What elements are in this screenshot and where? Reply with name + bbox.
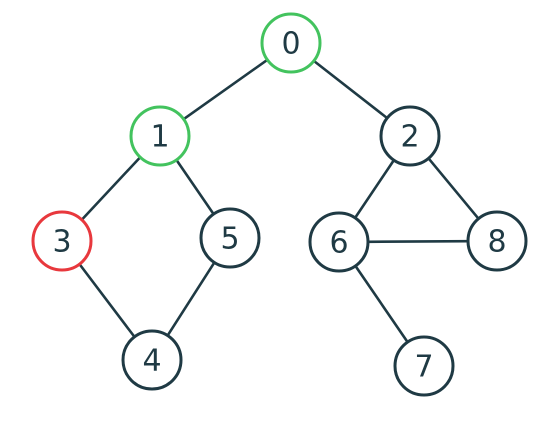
node-circle-8 (466, 210, 528, 272)
edge-3-4 (78, 262, 136, 339)
node-4: 4 (121, 329, 183, 391)
edge-5-4 (166, 261, 216, 337)
node-circle-6 (308, 211, 370, 273)
node-6: 6 (308, 211, 370, 273)
edge-6-7 (354, 264, 409, 344)
node-2: 2 (379, 105, 441, 167)
edge-2-8 (427, 157, 480, 220)
node-label-3: 3 (52, 225, 71, 260)
node-circle-0 (260, 12, 322, 74)
node-label-7: 7 (414, 350, 433, 385)
edges-layer (78, 58, 480, 344)
node-label-2: 2 (400, 120, 419, 155)
nodes-layer: 0 1 2 3 4 5 6 7 8 (31, 12, 528, 397)
node-circle-1 (129, 105, 191, 167)
node-circle-2 (379, 105, 441, 167)
node-8: 8 (466, 210, 528, 272)
edge-1-3 (80, 155, 142, 222)
node-circle-4 (121, 329, 183, 391)
edge-0-2 (312, 59, 389, 120)
edge-1-5 (175, 158, 215, 216)
node-7: 7 (393, 335, 455, 397)
node-label-6: 6 (329, 226, 348, 261)
edge-2-6 (353, 158, 396, 220)
node-circle-5 (199, 207, 261, 269)
node-label-1: 1 (150, 120, 169, 155)
node-label-4: 4 (142, 344, 161, 379)
node-1: 1 (129, 105, 191, 167)
node-label-0: 0 (281, 27, 300, 62)
edge-0-1 (182, 58, 269, 121)
node-3: 3 (31, 210, 93, 272)
node-label-8: 8 (487, 225, 506, 260)
node-circle-7 (393, 335, 455, 397)
node-5: 5 (199, 207, 261, 269)
edge-6-8 (366, 239, 470, 244)
node-label-5: 5 (220, 222, 239, 257)
node-circle-3 (31, 210, 93, 272)
node-0: 0 (260, 12, 322, 74)
